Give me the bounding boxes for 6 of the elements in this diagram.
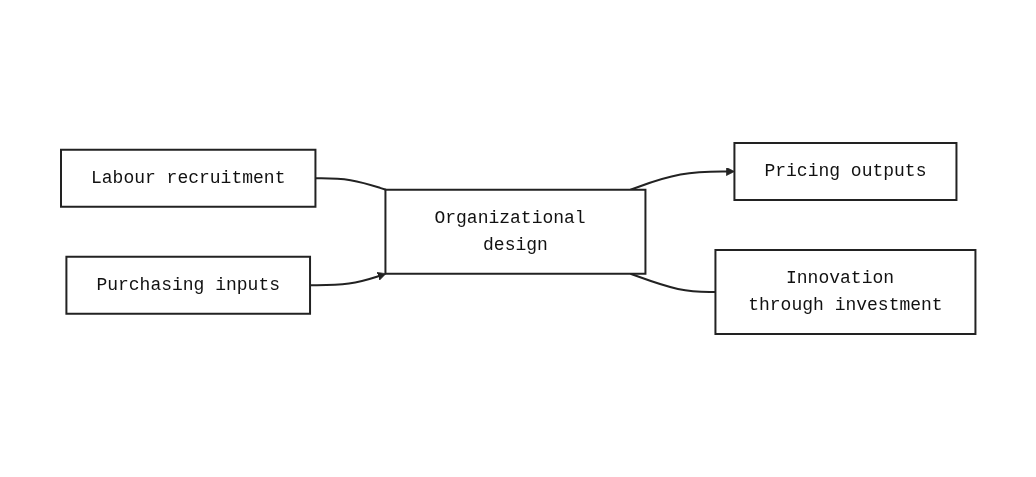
node-box: Purchasing inputs xyxy=(65,255,311,315)
node-box: Pricing outputs xyxy=(733,142,958,201)
arrow xyxy=(629,167,735,191)
node-box: Innovation through investment xyxy=(714,249,977,335)
node-box: Labour recruitment xyxy=(59,148,317,208)
node-box: Organizational design xyxy=(384,188,647,275)
